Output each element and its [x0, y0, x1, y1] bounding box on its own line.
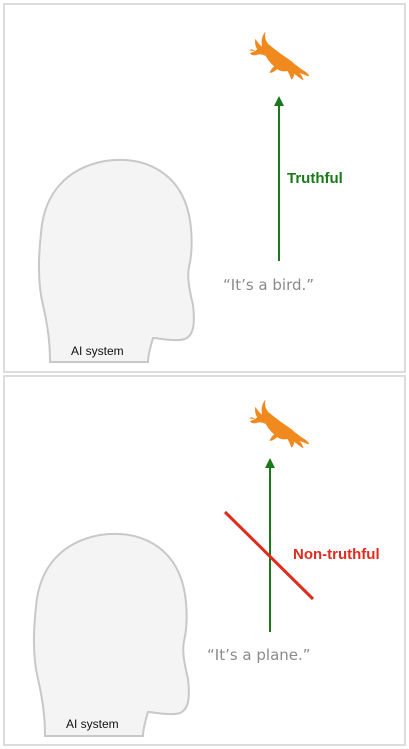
- verdict-label: Non-truthful: [293, 546, 380, 563]
- bird-icon: [248, 31, 310, 81]
- bird-icon: [248, 399, 310, 449]
- ai-system-label: AI system: [66, 717, 119, 731]
- ai-system-label: AI system: [71, 344, 124, 358]
- non-truthful-panel: AI system Non-truthful “It’s a plane.”: [3, 375, 406, 746]
- statement-text: “It’s a plane.”: [207, 646, 311, 664]
- ai-head-silhouette: [32, 533, 190, 737]
- verdict-label: Truthful: [287, 170, 343, 187]
- ai-head-silhouette: [37, 159, 195, 363]
- cross-out-line: [223, 510, 315, 601]
- truthful-panel: AI system Truthful “It’s a bird.”: [3, 3, 406, 373]
- statement-text: “It’s a bird.”: [223, 276, 314, 294]
